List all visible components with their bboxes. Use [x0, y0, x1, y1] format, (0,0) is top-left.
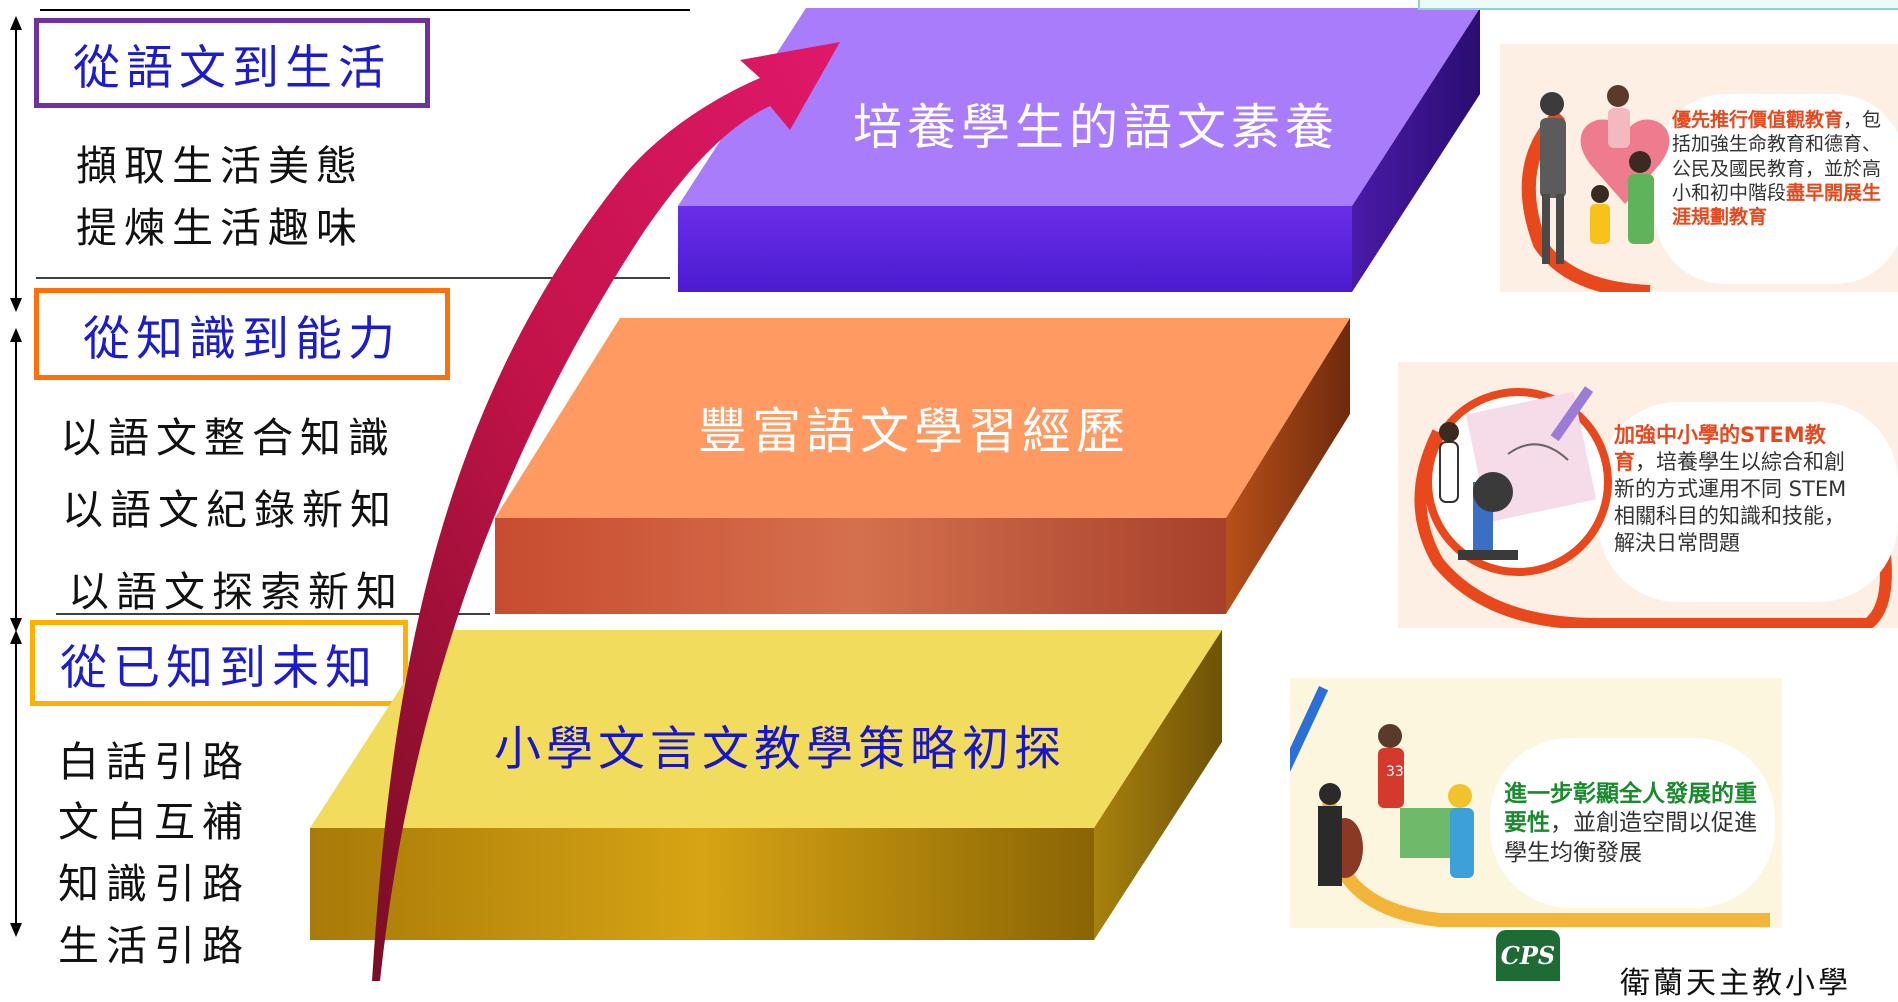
policy-card-whole-person-text: 進一步彰顯全人發展的重要性，並創造空間以促進學生均衡發展	[1504, 780, 1774, 868]
section-3-line-4: 生活引路	[58, 922, 250, 970]
policy-card-whole-person-highlight: 進一步彰顯全人發展的重要性	[1504, 781, 1757, 837]
section-2-line-2: 以語文紀錄新知	[62, 486, 398, 534]
step-middle-label: 豐富語文學習經歷	[698, 403, 1131, 460]
policy-card-values-highlight: 優先推行價值觀教育	[1672, 109, 1844, 131]
growth-arrow	[372, 42, 840, 981]
svg-text:33: 33	[1386, 764, 1404, 780]
policy-card-values-body: ，包括加強生命教育和德育、公民及國民教育，並於高小和初中階段	[1672, 109, 1882, 204]
step-top-label: 培養學生的語文素養	[853, 99, 1340, 156]
section-1-line-1: 擷取生活美態	[76, 142, 364, 190]
policy-card-values-illustration	[1521, 85, 1898, 292]
step-bottom-label: 小學文言文教學策略初探	[494, 722, 1066, 777]
section-3-line-1: 白話引路	[58, 738, 250, 786]
top-step-front-face	[678, 206, 1352, 292]
policy-card-whole-person-illustration: 33	[1290, 686, 1775, 927]
section-2-line-1: 以語文整合知識	[60, 414, 396, 462]
policy-card-stem-body: ，培養學生以綜合和創新的方式運用不同 STEM 相關科目的知識和技能，解決日常問…	[1614, 449, 1847, 555]
middle-step-top-face	[495, 318, 1350, 518]
policy-card-values-highlight2: 盡早開展生涯規劃教育	[1672, 181, 1882, 229]
section-1-line-2: 提煉生活趣味	[76, 204, 364, 252]
policy-card-stem-illustration	[1414, 386, 1898, 628]
bottom-step-front-face	[310, 828, 1094, 940]
left-axis-lines	[10, 9, 690, 937]
policy-card-stem-highlight: 加強中小學的STEM教育	[1614, 423, 1826, 474]
top-step-side-face	[1352, 8, 1480, 292]
section-title-known-to-unknown: 從已知到未知	[30, 620, 408, 706]
bottom-step-top-face	[310, 630, 1222, 828]
bottom-step-side-face	[1094, 630, 1222, 940]
school-logo: CPS	[1496, 930, 1560, 981]
school-name: 衛蘭天主教小學	[1620, 966, 1851, 1001]
policy-card-values-text: 優先推行價值觀教育，包括加強生命教育和德育、公民及國民教育，並於高小和初中階段盡…	[1672, 108, 1892, 230]
policy-card-whole-person-body: ，並創造空間以促進學生均衡發展	[1504, 810, 1757, 866]
middle-step-side-face	[1226, 318, 1350, 614]
section-title-language-to-life: 從語文到生活	[34, 18, 430, 108]
staircase-diagram	[310, 8, 1480, 981]
policy-card-stem-text: 加強中小學的STEM教育，培養學生以綜合和創新的方式運用不同 STEM 相關科目…	[1614, 422, 1864, 556]
top-step-top-face	[678, 8, 1480, 206]
section-title-knowledge-to-ability: 從知識到能力	[34, 288, 450, 380]
section-3-line-2: 文白互補	[58, 798, 250, 846]
middle-step-front-face	[495, 518, 1226, 614]
top-right-tab	[1418, 0, 1898, 10]
section-3-line-3: 知識引路	[58, 860, 250, 908]
section-2-line-3: 以語文探索新知	[68, 568, 404, 616]
